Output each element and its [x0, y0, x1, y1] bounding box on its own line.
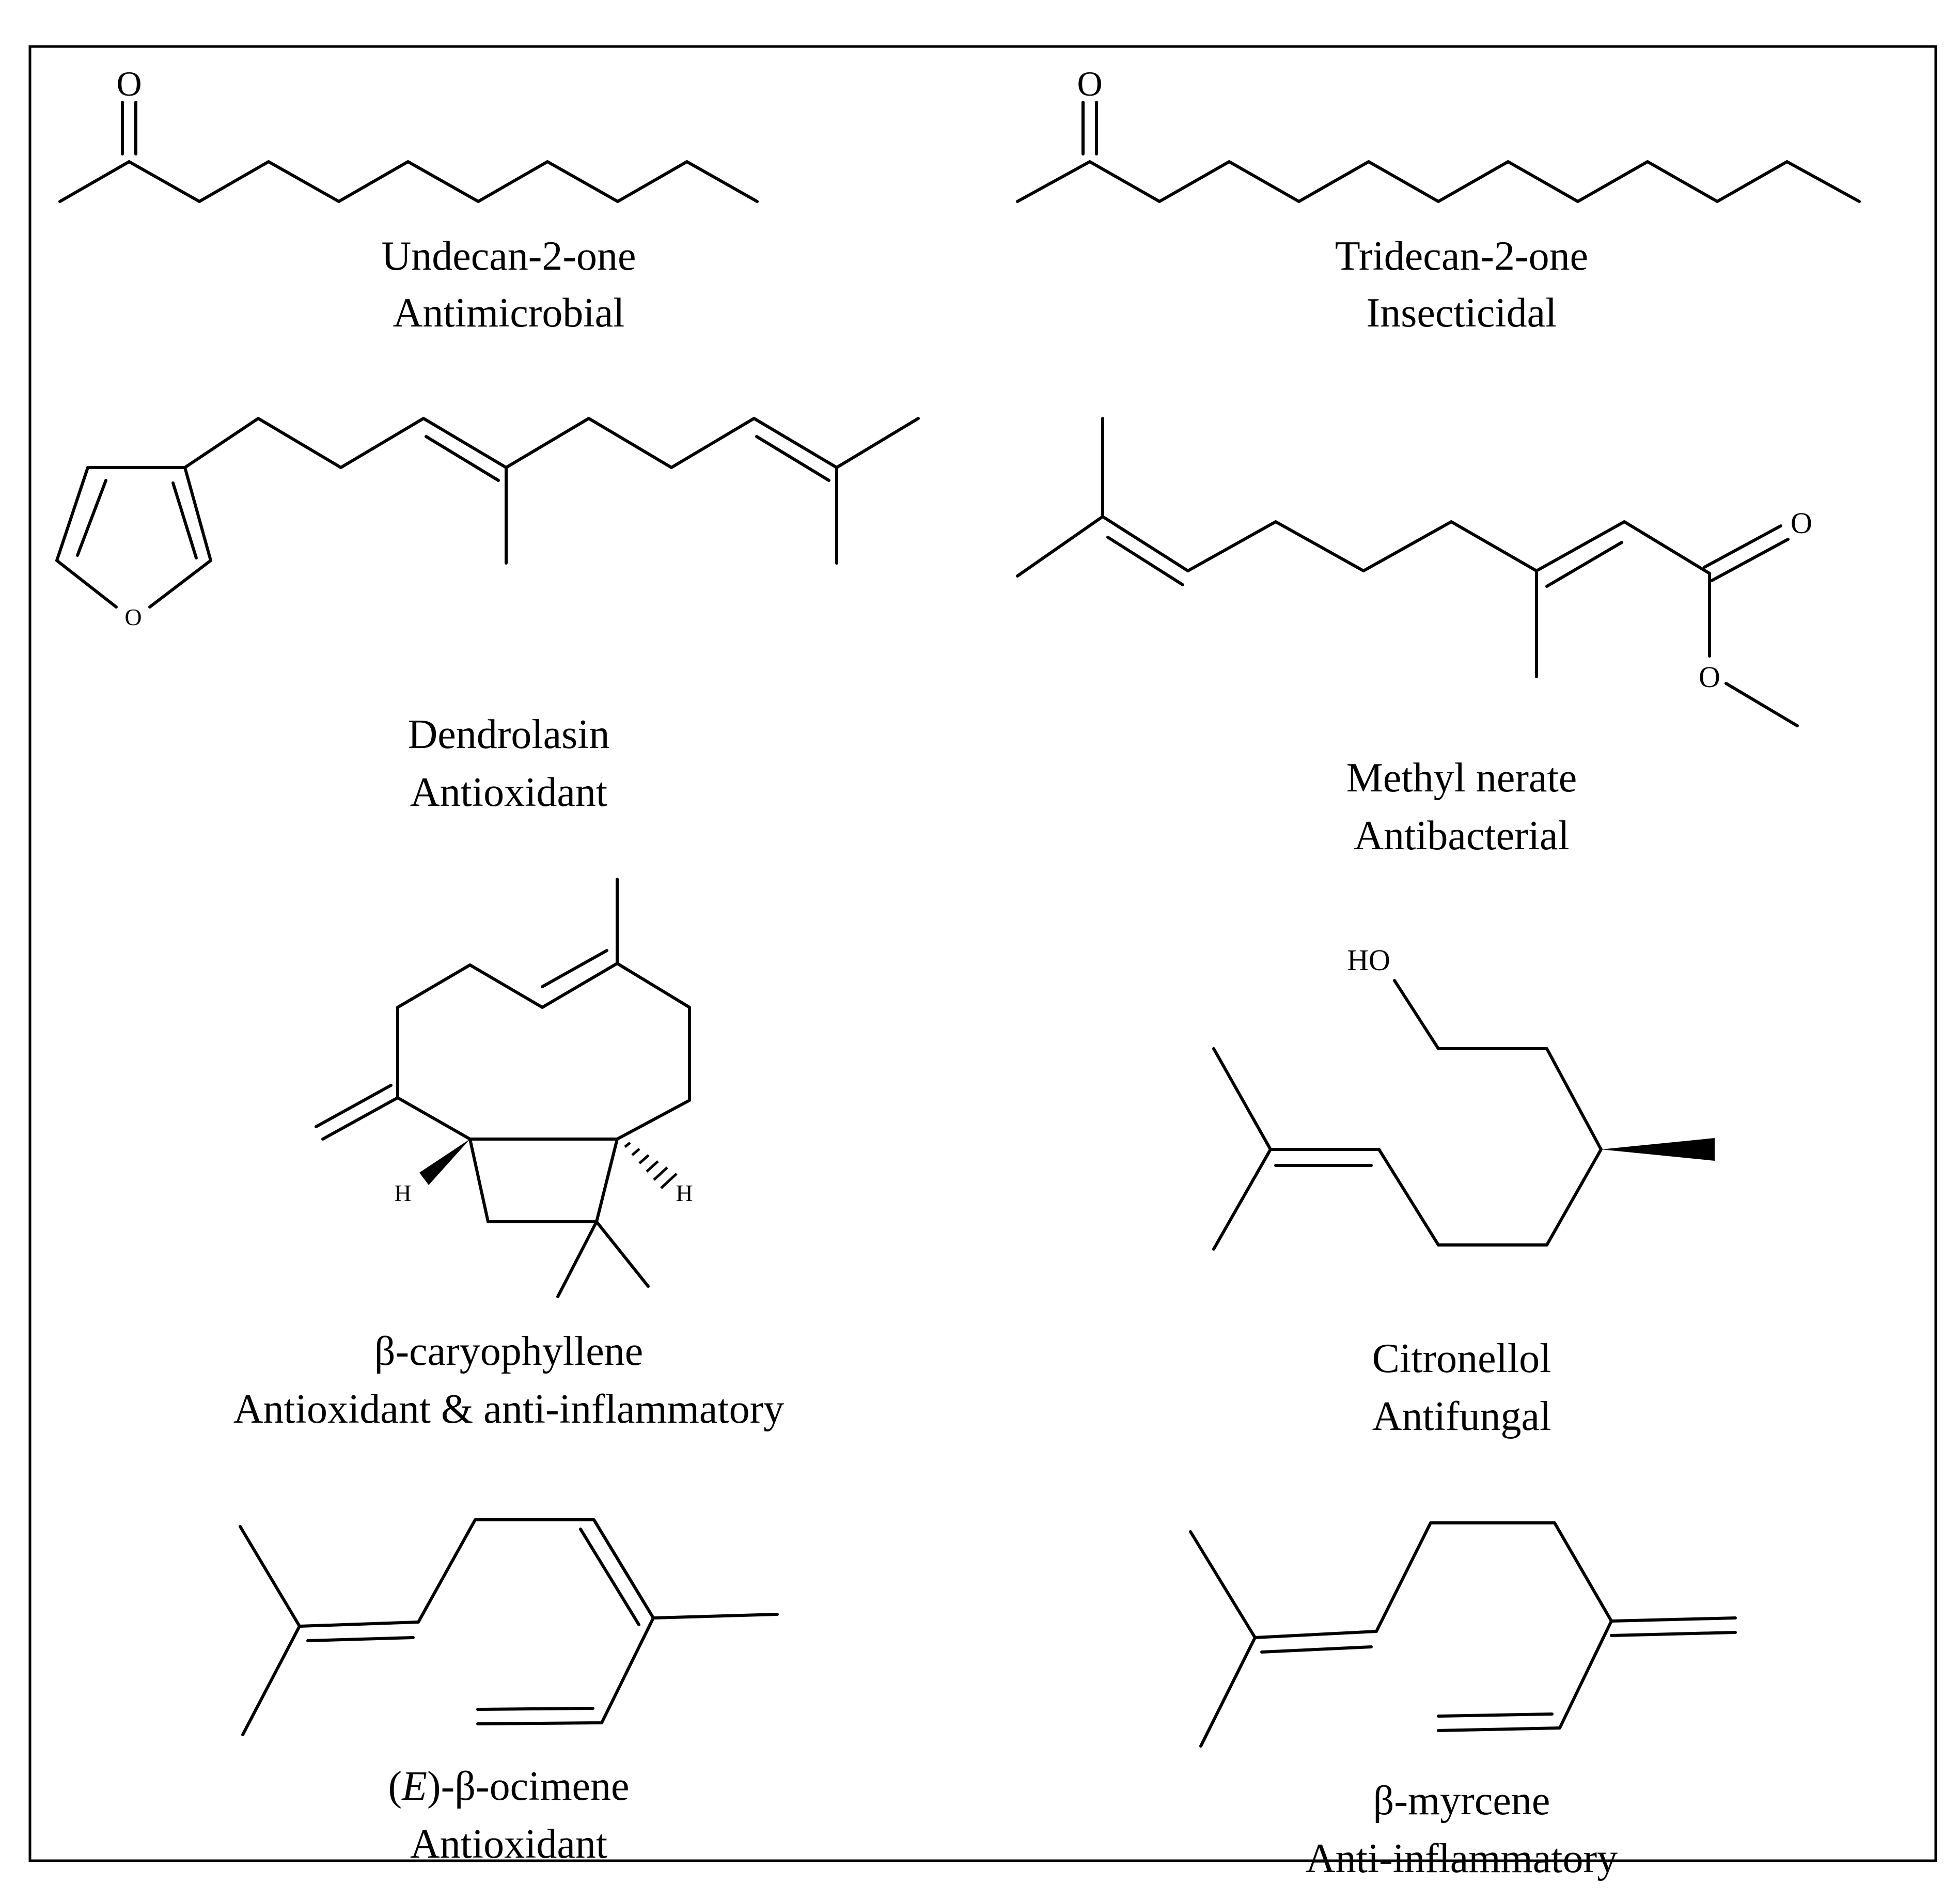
atom-label: O [116, 64, 142, 103]
compound-name: β-myrcene [1373, 1778, 1550, 1824]
name-prefix: ( [388, 1764, 402, 1809]
compound-name: Dendrolasin [407, 712, 609, 757]
atom-label: HO [1347, 943, 1390, 977]
compound-name: β-caryophyllene [374, 1329, 643, 1374]
compound-name: Citronellol [1372, 1336, 1551, 1381]
atom-label: O [1699, 660, 1720, 694]
compound-activity: Anti-inflammatory [1306, 1836, 1618, 1881]
compound-name: Undecan-2-one [381, 233, 636, 279]
structure-tridecan-2-one: O [1016, 64, 1861, 203]
compound-activity: Antifungal [1372, 1394, 1551, 1439]
atom-label: H [676, 1180, 693, 1206]
figure-border [28, 45, 1937, 1862]
compound-name: (E)-β-ocimene [388, 1764, 629, 1809]
atom-label: O [124, 604, 142, 630]
structure-beta-caryophyllene: H H [315, 878, 693, 1298]
compound-name: Tridecan-2-one [1335, 233, 1588, 279]
atom-label: O [1077, 64, 1102, 103]
name-italic: E [401, 1764, 427, 1809]
structure-methyl-nerate: O O [1016, 417, 1812, 727]
structure-undecan-2-one: O [58, 64, 759, 203]
compound-activity: Antimicrobial [393, 290, 625, 336]
structure-citronellol: HO [1212, 943, 1715, 1251]
structure-beta-myrcene [1189, 1521, 1737, 1748]
compound-activity: Antioxidant [410, 770, 607, 815]
structure-e-beta-ocimene [239, 1518, 779, 1736]
compound-name: Methyl nerate [1346, 755, 1577, 801]
name-suffix: )-β-ocimene [427, 1764, 630, 1809]
compound-activity: Antibacterial [1354, 813, 1570, 859]
compound-activity: Antioxidant [410, 1821, 607, 1867]
compound-activity: Antioxidant & anti-inflammatory [233, 1387, 784, 1432]
atom-label: H [394, 1180, 411, 1206]
structure-dendrolasin: O [55, 417, 920, 630]
atom-label: O [1791, 506, 1812, 540]
compound-activity: Insecticidal [1367, 290, 1557, 336]
